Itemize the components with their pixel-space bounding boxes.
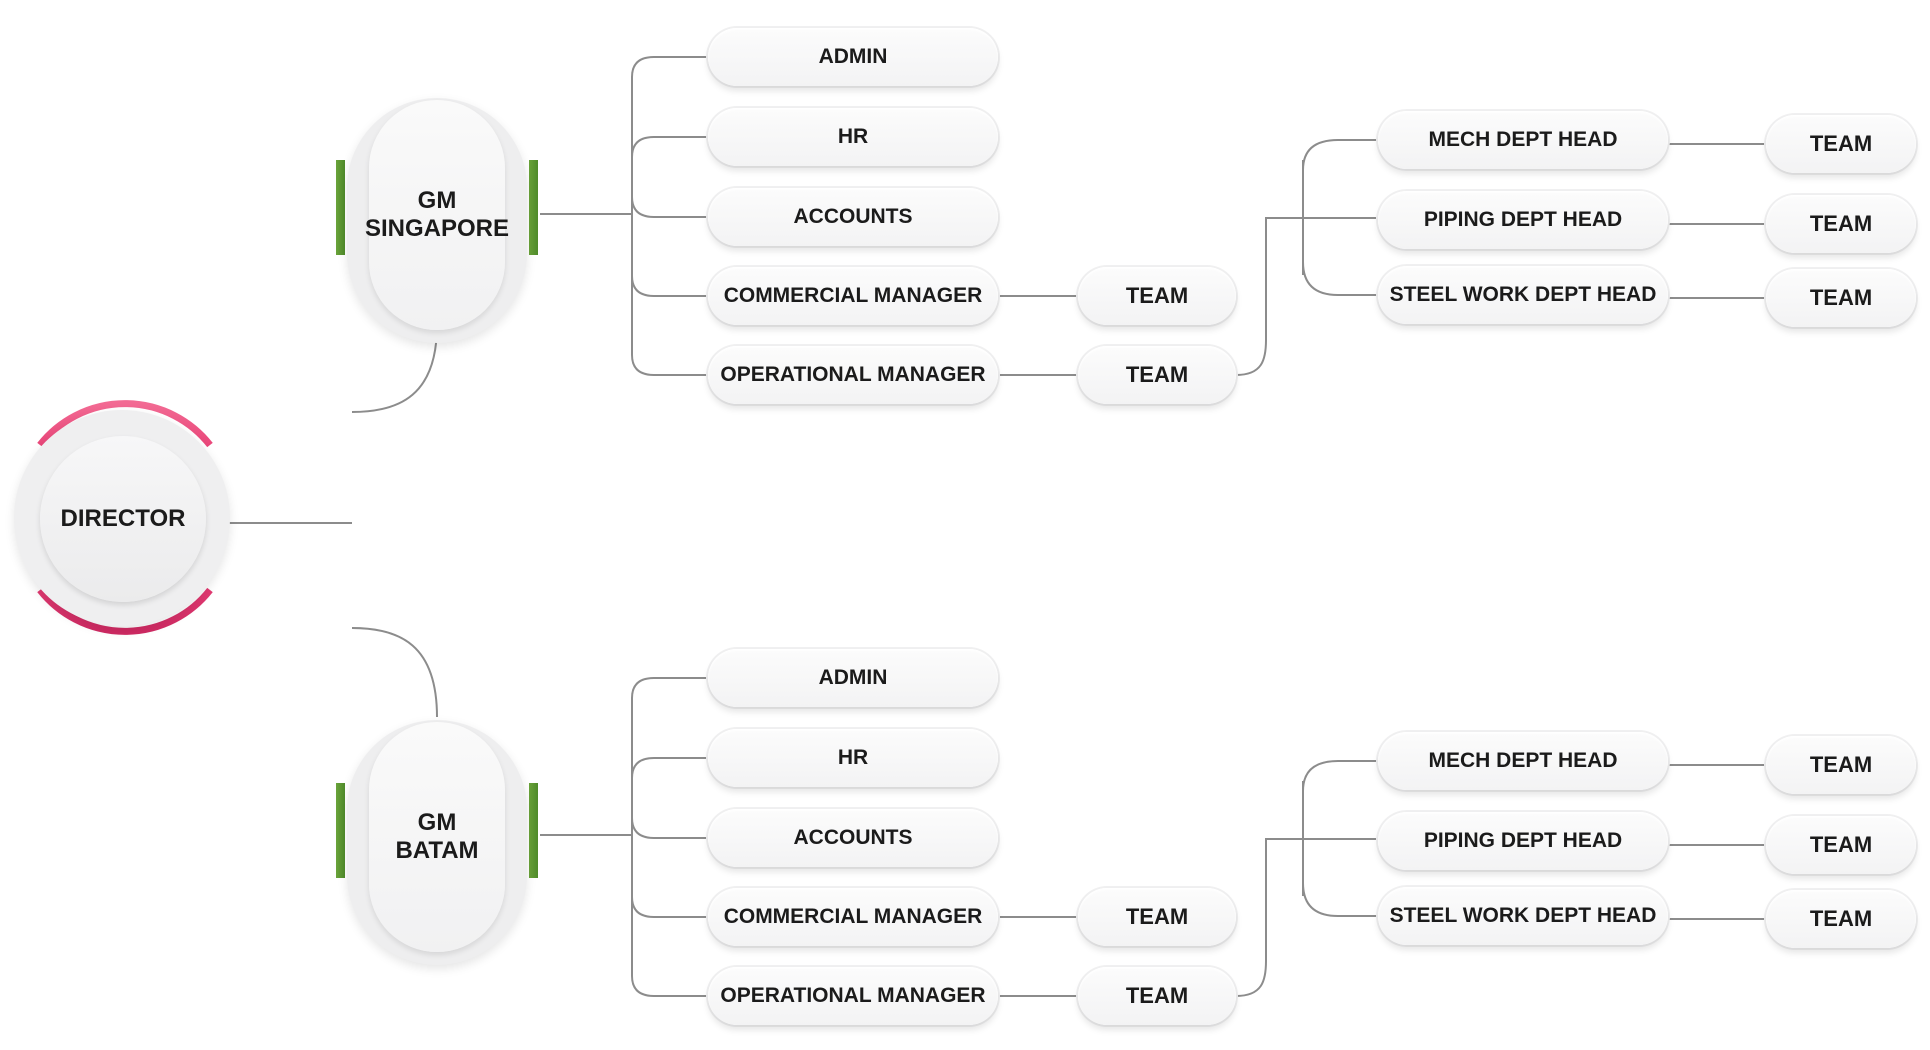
bt-dept-operational-manager-label: OPERATIONAL MANAGER	[720, 984, 986, 1007]
bt-dept-hr-label: HR	[837, 746, 869, 769]
link-bt-head-mech	[1302, 760, 1378, 792]
gm-batam-node[interactable]: GM BATAM	[347, 720, 527, 965]
sg-piping-team-label: TEAM	[1809, 211, 1873, 236]
sg-dept-hr[interactable]: HR	[708, 108, 998, 166]
bt-dept-admin[interactable]: ADMIN	[708, 649, 998, 707]
bt-head-steel-work[interactable]: STEEL WORK DEPT HEAD	[1378, 887, 1668, 945]
gm-singapore-line1: GM	[417, 187, 457, 214]
sg-steel-work-team-label: TEAM	[1809, 285, 1873, 310]
sg-mech-team[interactable]: TEAM	[1766, 115, 1916, 173]
bt-operational-team-label: TEAM	[1125, 983, 1189, 1008]
sg-head-mech[interactable]: MECH DEPT HEAD	[1378, 111, 1668, 169]
link-sg-head-mech	[1302, 139, 1378, 171]
link-director-to-gm-batam	[351, 627, 438, 718]
bt-piping-team-label: TEAM	[1809, 832, 1873, 857]
sg-head-mech-label: MECH DEPT HEAD	[1428, 128, 1618, 151]
link-bt-dept-2	[631, 817, 708, 839]
sg-dept-operational-manager-label: OPERATIONAL MANAGER	[720, 363, 986, 386]
gm-batam-line2: BATAM	[395, 837, 479, 864]
bt-commercial-team[interactable]: TEAM	[1078, 888, 1236, 946]
sg-dept-commercial-manager-label: COMMERCIAL MANAGER	[723, 284, 983, 307]
sg-steel-work-team[interactable]: TEAM	[1766, 269, 1916, 327]
link-bt-head-steel	[1302, 882, 1378, 917]
bt-head-steel-work-label: STEEL WORK DEPT HEAD	[1389, 904, 1657, 927]
bt-dept-accounts-label: ACCOUNTS	[793, 826, 913, 849]
gm-batam-right-accent	[529, 783, 538, 878]
sg-dept-accounts[interactable]: ACCOUNTS	[708, 188, 998, 246]
bt-operational-team[interactable]: TEAM	[1078, 967, 1236, 1025]
director-ring-bottom	[37, 587, 213, 635]
sg-head-piping[interactable]: PIPING DEPT HEAD	[1378, 191, 1668, 249]
link-sg-head-steel	[1302, 261, 1378, 296]
bt-mech-team-label: TEAM	[1809, 752, 1873, 777]
sg-head-piping-label: PIPING DEPT HEAD	[1423, 208, 1623, 231]
bt-dept-commercial-manager-label: COMMERCIAL MANAGER	[723, 905, 983, 928]
director-label: DIRECTOR	[60, 505, 186, 532]
gm-singapore-node[interactable]: GM SINGAPORE	[347, 98, 527, 343]
link-sg-dept-3	[631, 275, 708, 297]
sg-commercial-team[interactable]: TEAM	[1078, 267, 1236, 325]
link-bt-dept-3	[631, 896, 708, 918]
gm-singapore-right-accent	[529, 160, 538, 255]
bt-dept-accounts[interactable]: ACCOUNTS	[708, 809, 998, 867]
sg-dept-hr-label: HR	[837, 125, 869, 148]
sg-piping-team[interactable]: TEAM	[1766, 195, 1916, 253]
bt-head-piping-label: PIPING DEPT HEAD	[1423, 829, 1623, 852]
bt-dept-commercial-manager[interactable]: COMMERCIAL MANAGER	[708, 888, 998, 946]
director-ring-top	[37, 400, 213, 448]
bt-head-piping[interactable]: PIPING DEPT HEAD	[1378, 812, 1668, 870]
sg-operational-team-label: TEAM	[1125, 362, 1189, 387]
sg-operational-team[interactable]: TEAM	[1078, 346, 1236, 404]
bt-steel-work-team[interactable]: TEAM	[1766, 890, 1916, 948]
sg-dept-admin[interactable]: ADMIN	[708, 28, 998, 86]
sg-dept-commercial-manager[interactable]: COMMERCIAL MANAGER	[708, 267, 998, 325]
bt-head-mech[interactable]: MECH DEPT HEAD	[1378, 732, 1668, 790]
director-node[interactable]: DIRECTOR	[40, 436, 206, 602]
link-bt-dept-0	[631, 677, 708, 699]
bt-head-mech-label: MECH DEPT HEAD	[1428, 749, 1618, 772]
gm-singapore-line2: SINGAPORE	[364, 215, 510, 242]
sg-dept-accounts-label: ACCOUNTS	[793, 205, 913, 228]
bt-dept-admin-label: ADMIN	[818, 666, 888, 689]
link-bt-ops-to-heads	[1235, 838, 1376, 997]
link-sg-dept-0	[631, 56, 708, 78]
sg-mech-team-label: TEAM	[1809, 131, 1873, 156]
bt-piping-team[interactable]: TEAM	[1766, 816, 1916, 874]
sg-head-steel-work-label: STEEL WORK DEPT HEAD	[1389, 283, 1657, 306]
link-sg-ops-to-heads	[1235, 217, 1376, 376]
bt-steel-work-team-label: TEAM	[1809, 906, 1873, 931]
link-director-to-gm-singapore	[351, 324, 438, 413]
sg-head-steel-work[interactable]: STEEL WORK DEPT HEAD	[1378, 266, 1668, 324]
link-bt-dept-1	[631, 757, 708, 779]
gm-batam-line1: GM	[417, 809, 457, 836]
bt-dept-operational-manager[interactable]: OPERATIONAL MANAGER	[708, 967, 998, 1025]
link-bt-dept-4	[631, 975, 708, 997]
bt-dept-hr[interactable]: HR	[708, 729, 998, 787]
gm-singapore-inner: GM SINGAPORE	[365, 100, 509, 330]
gm-batam-inner: GM BATAM	[369, 722, 505, 952]
gm-singapore-left-accent	[336, 160, 345, 255]
gm-batam-left-accent	[336, 783, 345, 878]
sg-dept-operational-manager[interactable]: OPERATIONAL MANAGER	[708, 346, 998, 404]
link-sg-dept-1	[631, 136, 708, 158]
link-sg-dept-2	[631, 196, 708, 218]
link-sg-dept-4	[631, 354, 708, 376]
sg-dept-admin-label: ADMIN	[818, 45, 888, 68]
sg-commercial-team-label: TEAM	[1125, 283, 1189, 308]
bt-commercial-team-label: TEAM	[1125, 904, 1189, 929]
bt-mech-team[interactable]: TEAM	[1766, 736, 1916, 794]
